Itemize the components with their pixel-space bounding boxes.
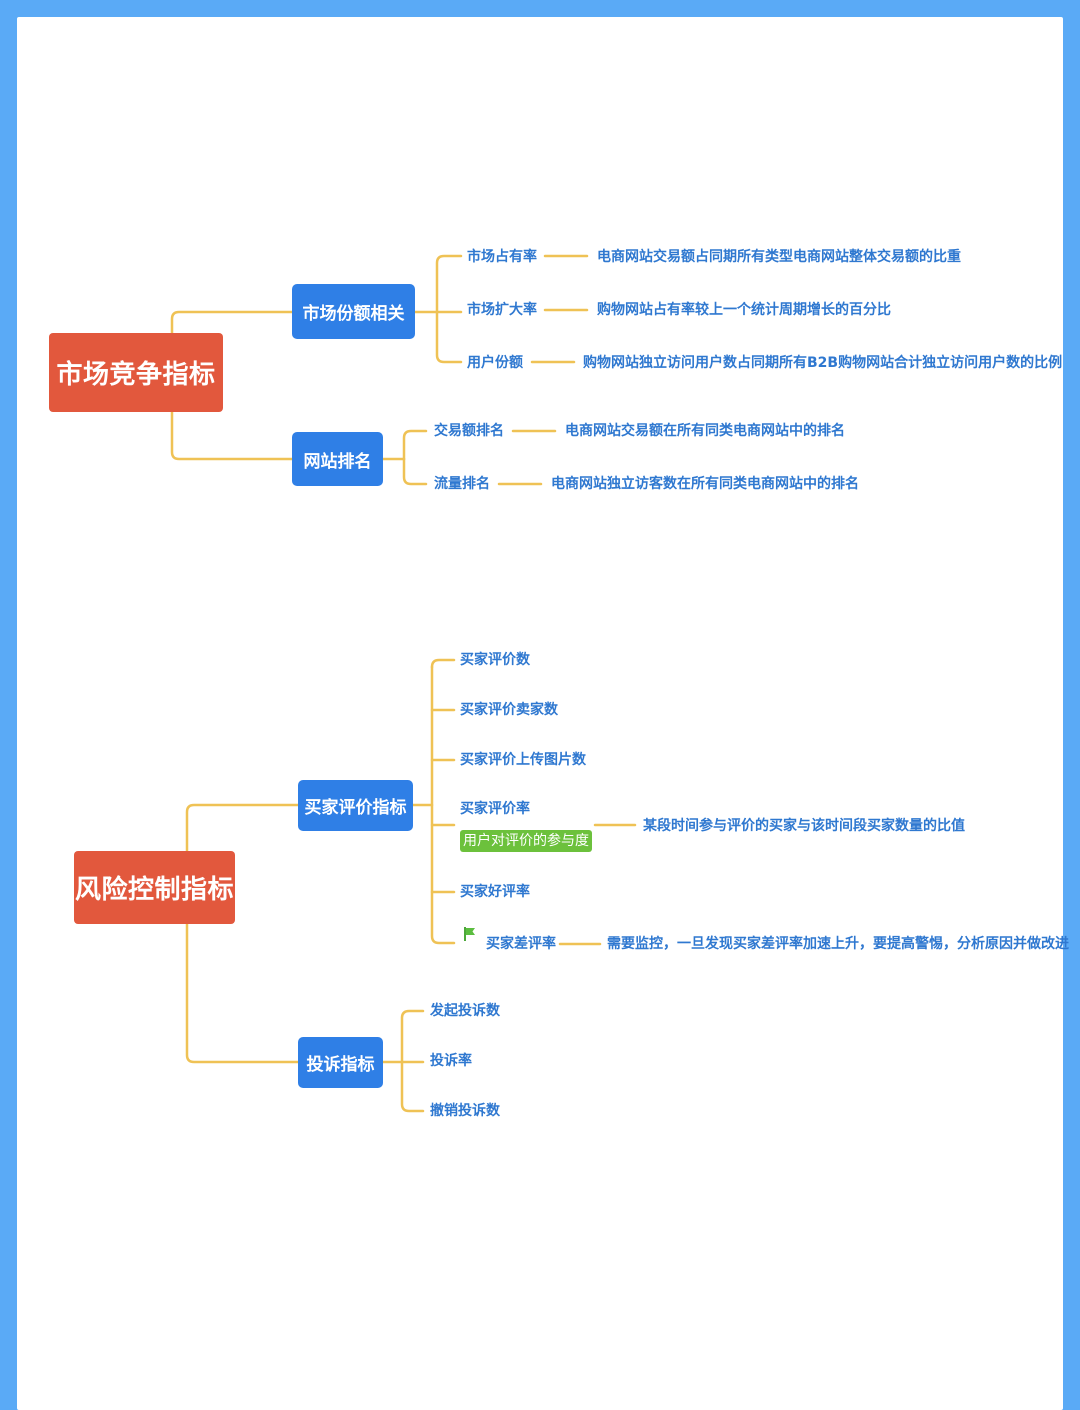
desc-transaction-ranking: 电商网站交易额在所有同类电商网站中的排名 [565,423,845,439]
desc-market-share-rate: 电商网站交易额占同期所有类型电商网站整体交易额的比重 [597,249,961,265]
desc-market-expansion-rate: 购物网站占有率较上一个统计周期增长的百分比 [597,302,891,318]
topic-complaint-rate[interactable]: 投诉率 [430,1053,472,1069]
topic-complaints-withdrawn[interactable]: 撤销投诉数 [430,1103,500,1119]
branch-node-website-ranking[interactable]: 网站排名 [292,432,383,486]
topic-market-share-rate[interactable]: 市场占有率 [467,249,537,265]
branch-node-complaints[interactable]: 投诉指标 [298,1037,383,1088]
flag-icon [464,927,475,941]
desc-buyer-negative-rate: 需要监控，一旦发现买家差评率加速上升，要提高警惕，分析原因并做改进 [607,936,1069,952]
desc-traffic-ranking: 电商网站独立访客数在所有同类电商网站中的排名 [551,476,859,492]
topic-complaints-filed[interactable]: 发起投诉数 [430,1003,500,1019]
desc-user-share: 购物网站独立访问用户数占同期所有B2B购物网站合计独立访问用户数的比例 [583,355,1063,371]
branch-node-market-share[interactable]: 市场份额相关 [292,284,415,339]
topic-buyer-positive-rate[interactable]: 买家好评率 [460,884,530,900]
topic-buyer-negative-rate[interactable]: 买家差评率 [486,936,556,952]
mind-map-canvas: 市场竞争指标 市场份额相关 网站排名 市场占有率 电商网站交易额占同期所有类型电… [17,17,1069,1410]
topic-buyer-reviewed-sellers[interactable]: 买家评价卖家数 [460,702,558,718]
branch-node-buyer-reviews[interactable]: 买家评价指标 [298,780,413,831]
topic-buyer-review-photos[interactable]: 买家评价上传图片数 [460,752,586,768]
connector-lines [170,254,637,1113]
desc-buyer-review-rate: 某段时间参与评价的买家与该时间段买家数量的比值 [643,818,965,834]
tag-review-participation: 用户对评价的参与度 [460,830,592,852]
topic-transaction-ranking[interactable]: 交易额排名 [434,423,504,439]
topic-user-share[interactable]: 用户份额 [467,355,523,371]
topic-market-expansion-rate[interactable]: 市场扩大率 [467,302,537,318]
topic-buyer-review-count[interactable]: 买家评价数 [460,652,530,668]
root-node-risk-control[interactable]: 风险控制指标 [74,851,235,924]
root-node-market-competition[interactable]: 市场竞争指标 [49,333,223,412]
topic-traffic-ranking[interactable]: 流量排名 [434,476,490,492]
topic-buyer-review-rate[interactable]: 买家评价率 [460,801,530,817]
